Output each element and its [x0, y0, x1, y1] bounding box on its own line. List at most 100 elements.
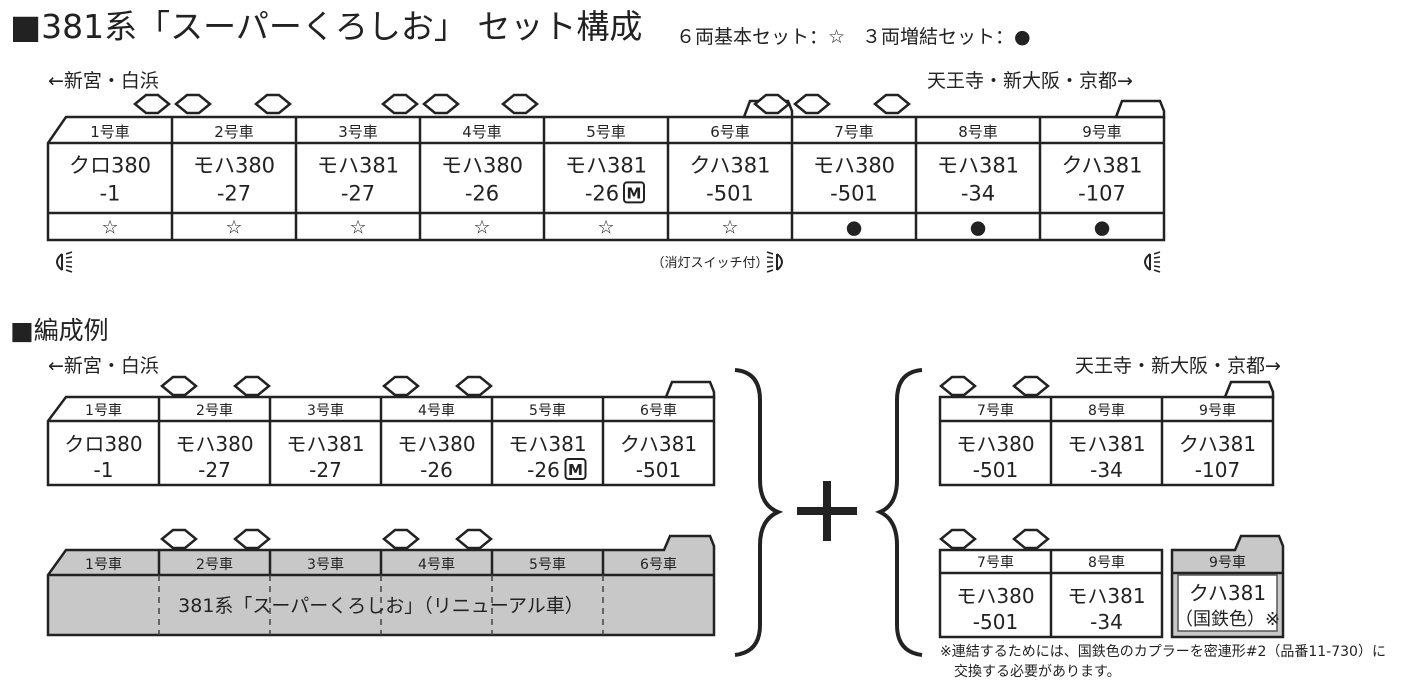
car-serial: -501: [830, 181, 878, 205]
cab-roof: [664, 380, 716, 399]
car-serial: -34: [1090, 458, 1123, 482]
kokutetsu-inner-panel: [1177, 574, 1278, 632]
pantograph-icon: [422, 93, 460, 115]
basic-set-mark: ☆: [225, 217, 242, 239]
car-type: モハ380: [956, 432, 1034, 456]
brace-left: [875, 368, 923, 657]
kokutetsu-car-type: クハ381: [1189, 581, 1266, 605]
car-serial: -107: [1078, 181, 1126, 205]
car-type: モハ381: [1067, 584, 1145, 608]
pantograph-icon: [160, 528, 198, 550]
motor-badge-label: M: [568, 461, 583, 479]
pantograph-icon: [382, 375, 420, 397]
cab-roof: [1114, 99, 1166, 119]
car-type: モハ380: [397, 432, 475, 456]
train-outline: [46, 115, 1166, 242]
car-type: クロ380: [64, 432, 142, 456]
car-number: 8号車: [958, 123, 998, 141]
kokutetsu-car-note: （国鉄色）※: [1175, 609, 1280, 630]
basic-set-mark: ☆: [597, 217, 614, 239]
basic-set-mark: ☆: [473, 217, 490, 239]
headlight-ray: [65, 251, 73, 255]
basic-set-mark: ☆: [349, 217, 366, 239]
car-number: 6号車: [710, 123, 750, 141]
car-number: 5号車: [529, 402, 566, 419]
example-direction-left: ←新宮・白浜: [48, 355, 159, 377]
car-number: 9号車: [1199, 402, 1236, 419]
car-type: クハ381: [620, 432, 697, 456]
car-serial: -26: [585, 181, 619, 205]
car-serial: -26: [527, 458, 560, 482]
car-serial: -27: [198, 458, 231, 482]
headlight-icon: [56, 253, 63, 271]
extension-set-mark: ●: [846, 217, 863, 239]
car-number: 3号車: [307, 402, 344, 419]
car-number: 4号車: [462, 123, 502, 141]
renewal-car-number: 5号車: [529, 556, 566, 573]
legend-basic-set: ６両基本セット：☆: [676, 26, 846, 48]
renewal-car-number: 6号車: [640, 556, 677, 573]
car-serial: -27: [341, 181, 375, 205]
car-number: 7号車: [834, 123, 874, 141]
pantograph-icon: [133, 93, 171, 115]
car-type: モハ380: [175, 432, 253, 456]
renewal-car-number: 4号車: [418, 556, 455, 573]
cab-roof: [1223, 380, 1275, 399]
brace-right: [734, 368, 784, 657]
car-serial: -501: [973, 458, 1018, 482]
car-type: モハ381: [286, 432, 364, 456]
pantograph-icon: [1012, 375, 1050, 397]
car-type: モハ381: [565, 153, 647, 177]
car-type: モハ380: [813, 153, 895, 177]
headlight-ray: [1153, 269, 1161, 273]
renewal-car-number: 3号車: [307, 556, 344, 573]
motor-badge-icon: [623, 181, 645, 204]
pantograph-icon: [382, 528, 420, 550]
headlight-ray: [766, 269, 774, 273]
car-type: モハ380: [441, 153, 523, 177]
car-type: クハ381: [1179, 432, 1256, 456]
pantograph-icon: [501, 93, 539, 115]
car-serial: -501: [706, 181, 754, 205]
headlight-ray: [65, 256, 73, 259]
car-serial: -501: [973, 610, 1018, 634]
car-number: 2号車: [196, 402, 233, 419]
headlight-ray: [65, 269, 73, 273]
plus-sign-vertical: [823, 481, 831, 541]
car-serial: -34: [1090, 610, 1123, 634]
headlight-ray: [65, 265, 73, 268]
renewal-label: 381系「スーパーくろしお」（リニューアル車）: [178, 595, 584, 617]
car-serial: -1: [100, 181, 121, 205]
switch-note: （消灯スイッチ付）: [651, 256, 768, 271]
car-serial: -1: [94, 458, 114, 482]
car-number: 6号車: [640, 402, 677, 419]
pantograph-icon: [455, 528, 493, 550]
car-number: 7号車: [977, 554, 1014, 571]
train-outline: [938, 395, 1275, 487]
car-type: クハ381: [1061, 153, 1142, 177]
car-serial: -26: [420, 458, 453, 482]
pantograph-icon: [1012, 528, 1050, 550]
pantograph-icon: [793, 93, 831, 115]
pantograph-icon: [939, 375, 977, 397]
renewal-car-number: 2号車: [196, 556, 233, 573]
headlight-ray: [766, 256, 774, 259]
pantograph-icon: [233, 375, 271, 397]
pantograph-icon: [160, 375, 198, 397]
basic-set-mark: ☆: [721, 217, 738, 239]
car-number: 3号車: [338, 123, 378, 141]
car-type: モハ380: [193, 153, 275, 177]
headlight-ray: [1153, 251, 1161, 255]
direction-left: ←新宮・白浜: [48, 70, 159, 92]
headlight-icon: [776, 253, 783, 271]
car-number: 1号車: [85, 402, 122, 419]
pantograph-icon: [233, 528, 271, 550]
car-type: モハ381: [508, 432, 586, 456]
example-direction-right: 天王寺・新大阪・京都→: [1075, 355, 1281, 377]
renewal-car-number: 1号車: [85, 556, 122, 573]
pantograph-icon: [381, 93, 419, 115]
car-type: モハ381: [937, 153, 1019, 177]
car-number: 1号車: [90, 123, 130, 141]
